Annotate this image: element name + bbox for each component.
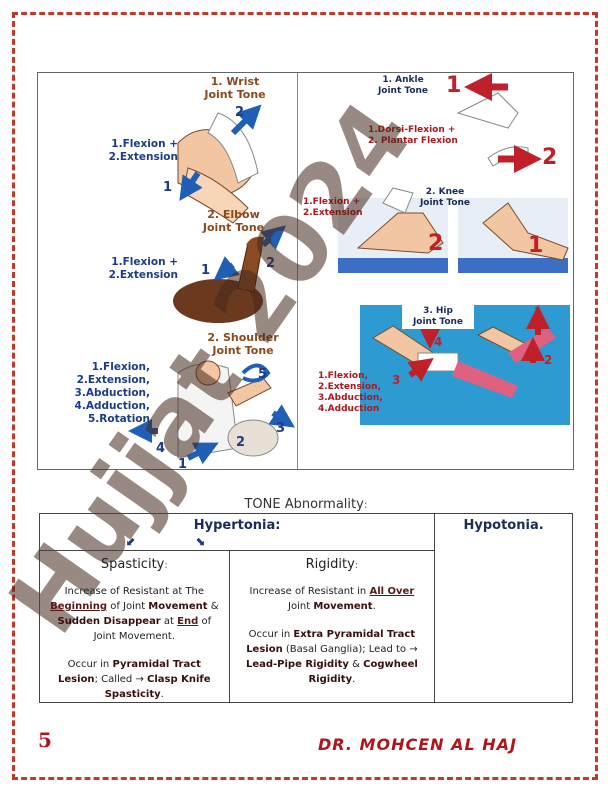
- wrist-label: 1.Flexion + 2.Extension: [108, 138, 178, 163]
- spasticity-colon: :: [164, 560, 168, 571]
- elbow-label: 1.Flexion + 2.Extension: [108, 256, 178, 281]
- wrist-number-1: 1: [163, 180, 173, 195]
- section-heading: TONE Abnormality:: [0, 497, 612, 512]
- shoulder-number-4: 4: [156, 441, 166, 456]
- shoulder-number-1: 1: [178, 457, 188, 472]
- elbow-number-1: 1: [201, 263, 211, 278]
- wrist-title: 1. Wrist Joint Tone: [204, 75, 266, 101]
- wrist-illustration: [177, 104, 262, 224]
- ankle-title: 1. Ankle Joint Tone: [377, 75, 429, 96]
- figure-illustrations: [128, 73, 570, 465]
- ankle-number-1: 1: [446, 73, 462, 98]
- ankle-number-2: 2: [542, 145, 558, 170]
- joint-tone-figure: 1. Wrist Joint Tone 1.Flexion + 2.Extens…: [37, 72, 574, 472]
- knee-label: 1.Flexion + 2.Extension: [303, 197, 363, 218]
- shoulder-number-3: 3: [276, 421, 286, 436]
- spasticity-title: Spasticity: [100, 557, 165, 572]
- elbow-title: 2. Elbow Joint Tone: [202, 208, 265, 234]
- page-border: [12, 12, 598, 780]
- rigidity-colon: :: [354, 560, 359, 571]
- shoulder-illustration: [128, 360, 295, 465]
- author-signature: DR. MOHCEN AL HAJ: [318, 735, 517, 754]
- arrow-down-left-icon: ⬋: [126, 534, 137, 548]
- hypertonia-header: Hypertonia: ⬋ ⬊: [38, 513, 436, 551]
- hypertonia-title: Hypertonia:: [193, 518, 281, 533]
- shoulder-number-5: 5: [258, 367, 268, 382]
- rigidity-cell: Rigidity: Increase of Resistant in All O…: [228, 550, 436, 703]
- hip-number-1: 1: [534, 305, 543, 319]
- knee-number-2: 2: [428, 231, 444, 256]
- hip-number-2: 2: [544, 353, 553, 367]
- shoulder-number-2: 2: [236, 435, 246, 450]
- wrist-number-2: 2: [235, 105, 245, 120]
- section-colon: :: [363, 498, 368, 511]
- hip-title: 3. Hip Joint Tone: [402, 305, 474, 329]
- spasticity-description: Increase of Resistant at The Beginning o…: [50, 586, 219, 700]
- page-number: 5: [38, 728, 52, 752]
- hip-number-4: 4: [434, 335, 443, 349]
- ankle-label: 1.Dorsi-Flexion + 2. Plantar Flexion: [368, 125, 458, 146]
- section-title: TONE Abnormality: [244, 497, 364, 512]
- rigidity-title: Rigidity: [305, 557, 355, 572]
- hip-label: 1.Flexion, 2.Extension, 3.Abduction, 4.A…: [318, 371, 383, 414]
- shoulder-label: 1.Flexion, 2.Extension, 3.Abduction, 4.A…: [74, 361, 150, 425]
- figure-divider: [297, 73, 298, 469]
- tone-abnormality-table: Hypertonia: ⬋ ⬊ Hypotonia. Spasticity: I…: [38, 513, 573, 703]
- hypotonia-title: Hypotonia.: [463, 518, 544, 533]
- hypotonia-cell: Hypotonia.: [434, 513, 573, 703]
- hip-number-3: 3: [392, 373, 401, 387]
- ankle-illustration: [456, 73, 542, 173]
- elbow-illustration: [173, 225, 287, 323]
- arrow-down-right-icon: ⬊: [195, 534, 206, 548]
- rigidity-description: Increase of Resistant in All Over Joint …: [245, 586, 418, 685]
- elbow-number-2: 2: [266, 256, 276, 271]
- knee-title: 2. Knee Joint Tone: [419, 187, 471, 208]
- knee-illustration: [338, 187, 569, 273]
- spasticity-cell: Spasticity: Increase of Resistant at The…: [39, 550, 230, 703]
- knee-number-1: 1: [528, 233, 544, 258]
- shoulder-title: 2. Shoulder Joint Tone: [207, 331, 279, 357]
